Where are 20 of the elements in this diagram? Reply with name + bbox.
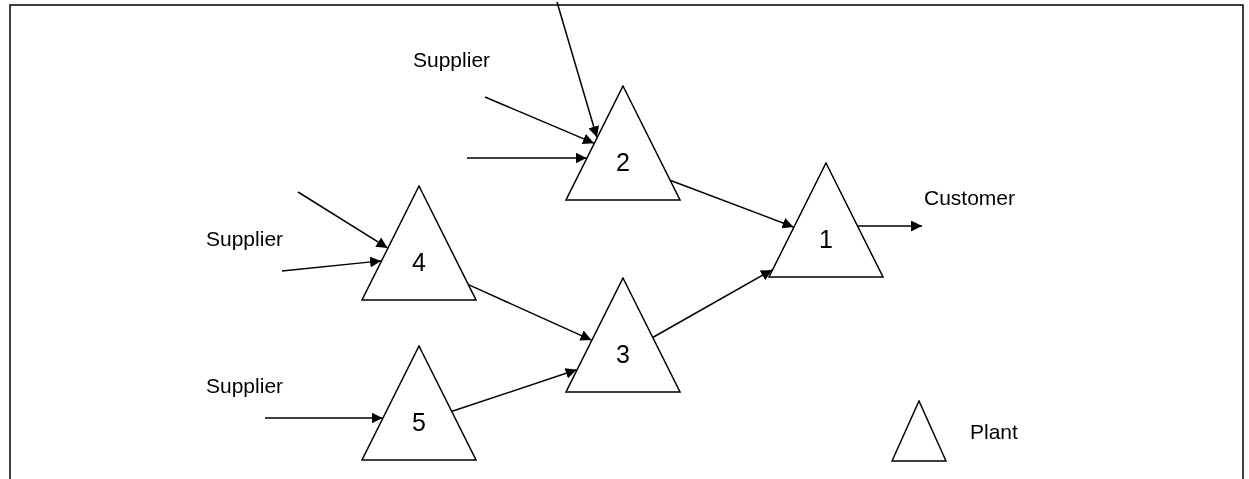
flow-label: Customer (924, 186, 1016, 210)
flow-label: Supplier (206, 227, 284, 251)
arrow (297, 191, 389, 249)
arrow (652, 269, 773, 338)
legend-label: Plant (970, 420, 1018, 444)
arrow (466, 152, 588, 164)
plant-number: 4 (412, 247, 426, 276)
flow-label: Supplier (206, 374, 284, 398)
flow-label: Supplier (413, 48, 491, 72)
arrow (669, 179, 795, 229)
arrow (468, 284, 593, 341)
plant-number: 1 (819, 224, 833, 253)
arrow (451, 368, 578, 413)
plant-number: 5 (412, 407, 426, 436)
arrow (264, 412, 384, 424)
arrow (281, 256, 382, 272)
plant-number: 2 (616, 147, 630, 176)
arrow (484, 96, 595, 144)
arrow (556, 1, 599, 139)
plant-number: 3 (616, 339, 630, 368)
